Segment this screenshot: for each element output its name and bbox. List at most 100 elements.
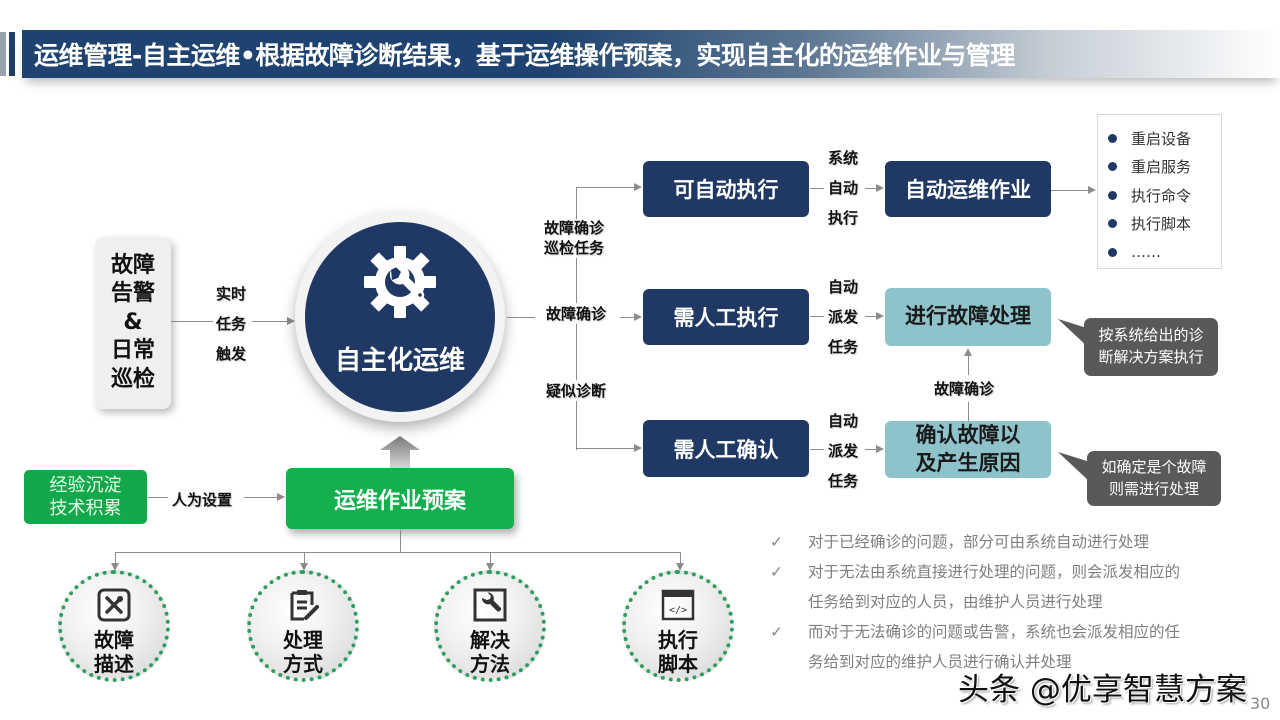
note-line: 对于无法由系统直接进行处理的问题，则会派发相应的: [808, 563, 1181, 581]
circle-label-line: 处理: [283, 628, 323, 652]
source-line: 告警: [110, 281, 155, 307]
connector-line: [115, 552, 116, 564]
box-line: 确认故障以: [915, 423, 1021, 448]
system-auto-execute-label: 系统 自动 执行: [828, 147, 858, 228]
arrow-down-icon: [111, 563, 119, 571]
tools-icon: [97, 588, 131, 622]
note-line: 而对于无法确诊的问题或告警，系统也会派发相应的任: [808, 623, 1181, 641]
arrow-right-icon: [634, 313, 642, 321]
circle-label-line: 解决: [470, 628, 510, 652]
circle-label-line: 方式: [283, 652, 323, 676]
list-item-label: ……: [1131, 243, 1161, 262]
trigger-label: 实时 任务 触发: [216, 283, 246, 364]
arrow-down-icon: [676, 563, 684, 571]
connector-line: [400, 530, 401, 552]
arrow-up-icon: [964, 348, 972, 356]
circle-label-line: 描述: [94, 652, 134, 676]
callout-line: 断解决方案执行: [1098, 348, 1204, 366]
gear-wrench-icon: [364, 246, 436, 318]
bullet-icon: [1108, 190, 1117, 200]
autonomous-ops-label: 自主化运维: [334, 346, 465, 376]
connector-line: [810, 188, 824, 189]
header-banner: [22, 30, 1280, 78]
solution-method-circle: 解决 方法: [434, 570, 546, 682]
list-item-label: 重启设备: [1131, 129, 1192, 148]
connector-line: [1051, 190, 1089, 191]
branch-label-top: 故障确诊 巡检任务: [544, 219, 605, 258]
arrow-down-icon: [300, 563, 308, 571]
connector-line: [865, 188, 877, 189]
arrow-right-icon: [876, 312, 884, 320]
connector-label-line: 派发: [828, 308, 859, 326]
arrow-right-icon: [876, 445, 884, 453]
note-line: 任务给到对应的人员，由维护人员进行处理: [808, 593, 1103, 611]
connector-line: [576, 448, 636, 449]
box-line: 技术积累: [49, 498, 122, 519]
connector-line: [620, 317, 636, 318]
auto-executable-box: 可自动执行: [643, 161, 809, 217]
connector-line: [810, 449, 824, 450]
connector-line: [680, 552, 681, 564]
fault-confirmed-label: 故障确诊: [934, 380, 995, 398]
connector-line: [252, 321, 288, 322]
circle-label-line: 故障: [94, 628, 134, 652]
note-item: ✓ 对于无法由系统直接进行处理的问题，则会派发相应的 任务给到对应的人员，由维护…: [770, 557, 1230, 617]
connector-label-line: 派发: [828, 442, 859, 460]
callout-execute-by-diagnosis: 按系统给出的诊 断解决方案执行: [1084, 318, 1218, 376]
connector-line: [576, 187, 636, 188]
manual-setup-label: 人为设置: [172, 491, 233, 509]
box-line: 经验沉淀: [49, 474, 122, 496]
trigger-label-line: 实时: [216, 285, 247, 303]
connector-label-line: 任务: [828, 472, 859, 490]
fault-description-circle: 故障 描述: [58, 570, 170, 682]
circle-label-line: 执行: [658, 628, 698, 652]
branch-label-mid: 故障确诊: [544, 303, 609, 324]
circle-label-line: 脚本: [658, 652, 698, 676]
code-window-icon: </>: [661, 589, 695, 621]
arrow-right-icon: [277, 493, 285, 501]
auto-dispatch-label: 自动 派发 任务: [828, 410, 858, 491]
svg-text:</>: </>: [669, 605, 687, 616]
list-item: 重启服务: [1108, 153, 1221, 182]
source-line: &: [123, 309, 143, 335]
connector-label-line: 任务: [828, 338, 859, 356]
source-line: 日常: [110, 338, 155, 364]
list-item: 重启设备: [1108, 124, 1221, 153]
list-item: 执行命令: [1108, 181, 1221, 210]
handling-method-circle: 处理 方式: [247, 570, 359, 682]
note-line: 务给到对应的维护人员进行确认并处理: [808, 653, 1072, 671]
check-icon: ✓: [770, 563, 783, 581]
callout-line: 如确定是个故障: [1101, 457, 1207, 476]
notes-list: ✓ 对于已经确诊的问题，部分可由系统自动进行处理 ✓ 对于无法由系统直接进行处理…: [770, 527, 1230, 677]
list-item: 执行脚本: [1108, 210, 1221, 239]
connector-label-line: 自动: [828, 412, 859, 430]
clipboard-edit-icon: [290, 590, 319, 621]
branch-label-line: 巡检任务: [544, 238, 605, 257]
callout-line: 按系统给出的诊: [1098, 326, 1204, 345]
list-item-label: 执行脚本: [1131, 215, 1192, 234]
callout-line: 则需进行处理: [1108, 479, 1199, 498]
connector-line: [865, 449, 877, 450]
block-arrow-up-icon: [380, 436, 420, 468]
callout-pointer: [1058, 319, 1090, 349]
connector-label-line: 系统: [828, 149, 859, 167]
circle-label-line: 方法: [470, 652, 510, 676]
arrow-right-icon: [876, 184, 884, 192]
manual-confirmation-box: 需人工确认: [643, 420, 809, 477]
bullet-icon: [1108, 133, 1117, 143]
watermark: 头条 @优享智慧方案: [958, 672, 1247, 708]
source-line: 巡检: [110, 366, 155, 392]
connector-line: [810, 316, 824, 317]
connector-line: [148, 497, 168, 498]
trigger-label-line: 触发: [216, 345, 247, 363]
connector-line: [507, 317, 535, 318]
callout-pointer: [1058, 452, 1090, 482]
connector-line: [244, 497, 278, 498]
connector-line: [865, 316, 877, 317]
page-number: 30: [1250, 694, 1271, 713]
arrow-right-icon: [634, 183, 642, 191]
source-line: 故障: [110, 252, 155, 278]
callout-confirm-then-handle: 如确定是个故障 则需进行处理: [1087, 451, 1221, 506]
check-icon: ✓: [770, 533, 783, 551]
connector-line: [968, 355, 969, 375]
